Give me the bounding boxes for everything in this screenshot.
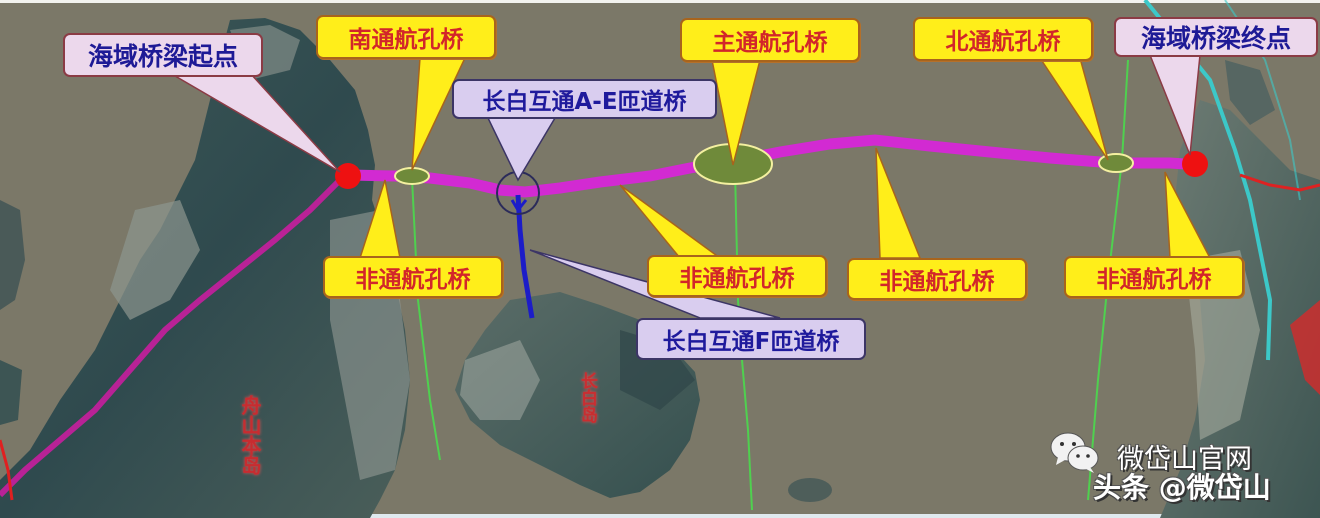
red-area-right xyxy=(1290,300,1320,395)
land-route-left xyxy=(0,177,343,498)
callout-main-nav-span: 主通航孔桥 xyxy=(680,18,860,62)
callout-non-nav-span-4: 非通航孔桥 xyxy=(1064,256,1244,298)
cyan-highway xyxy=(1143,0,1273,361)
end-point-marker xyxy=(1182,151,1208,177)
start-point-marker xyxy=(335,163,361,189)
watermark-line2: 头条 @微岱山 xyxy=(1093,471,1271,504)
callout-non-nav-span-1: 非通航孔桥 xyxy=(323,256,503,298)
south-nav-span-marker xyxy=(394,167,430,185)
callout-changbai-f-ramp: 长白互通F匝道桥 xyxy=(636,318,866,360)
connecting-road-right xyxy=(1239,173,1320,192)
f-ramp-line xyxy=(515,194,535,319)
callout-non-nav-span-3: 非通航孔桥 xyxy=(847,258,1027,300)
island-label-left: 舟山本岛 xyxy=(238,395,262,475)
north-nav-span-marker xyxy=(1098,153,1134,173)
wechat-icon xyxy=(1050,432,1100,474)
callout-start-point: 海域桥梁起点 xyxy=(63,33,263,77)
callout-north-nav-span: 北通航孔桥 xyxy=(913,17,1093,61)
callout-non-nav-span-2: 非通航孔桥 xyxy=(647,255,827,297)
watermark-line1: 微岱山官网 xyxy=(1117,444,1252,475)
callout-south-nav-span: 南通航孔桥 xyxy=(316,15,496,59)
island-label-middle: 长白岛 xyxy=(577,372,597,423)
callout-changbai-ae-ramp: 长白互通A-E匝道桥 xyxy=(452,79,717,119)
small-islet xyxy=(788,478,832,502)
channel-line-south xyxy=(411,177,441,461)
callout-end-point: 海域桥梁终点 xyxy=(1114,17,1318,57)
